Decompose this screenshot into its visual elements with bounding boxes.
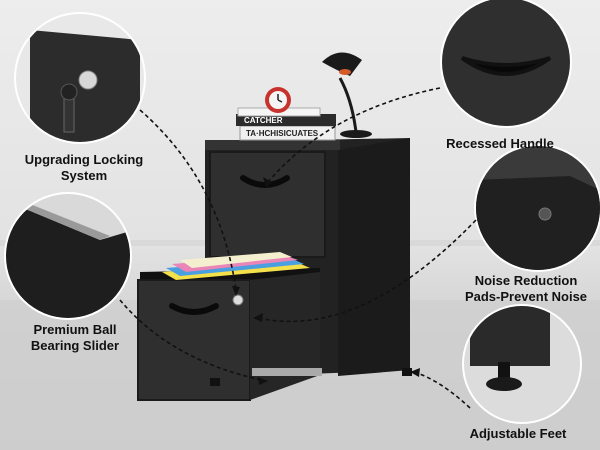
key-lock-cylinder bbox=[78, 70, 98, 90]
drawer-lock bbox=[232, 294, 244, 306]
recessed-handle-detail bbox=[460, 56, 552, 76]
label-ball-line2: Bearing Slider bbox=[30, 338, 120, 353]
callout-ball-bearing bbox=[4, 192, 132, 320]
arrow-handle bbox=[267, 87, 441, 183]
label-locking-line1: Upgrading Locking bbox=[24, 152, 144, 167]
callout-handle bbox=[440, 0, 572, 128]
label-recessed-handle: Recessed Handle bbox=[446, 136, 554, 151]
label-locking-system: Upgrading Locking System bbox=[14, 152, 154, 184]
arrow-feet bbox=[413, 371, 471, 409]
top-drawer bbox=[209, 151, 326, 258]
callout-arrows bbox=[119, 87, 477, 409]
label-noise-reduction: Noise Reduction Pads-Prevent Noise bbox=[456, 273, 596, 305]
book-title-bottom: TA·HCHISICUATES bbox=[246, 129, 319, 138]
arrow-noise bbox=[257, 219, 477, 323]
leveling-foot-base bbox=[486, 377, 522, 391]
book-title-top: CATCHER bbox=[244, 116, 283, 125]
top-drawer-handle bbox=[240, 175, 290, 188]
cabinet-foot bbox=[210, 378, 220, 386]
alarm-clock bbox=[265, 87, 291, 113]
folder-cream bbox=[180, 252, 292, 268]
callout-feet bbox=[462, 304, 582, 424]
label-ball-line1: Premium Ball bbox=[33, 322, 117, 337]
noise-pad bbox=[538, 207, 552, 221]
label-locking-line2: System bbox=[60, 168, 108, 183]
label-adjustable-feet: Adjustable Feet bbox=[469, 426, 567, 441]
label-ball-bearing: Premium Ball Bearing Slider bbox=[10, 322, 140, 354]
bottom-drawer-handle bbox=[169, 303, 219, 315]
arrow-ball bbox=[119, 299, 263, 381]
callout-lock bbox=[14, 12, 146, 144]
leveling-foot-stem bbox=[498, 362, 510, 380]
bottom-drawer bbox=[137, 279, 251, 401]
ball-bearing-slider bbox=[252, 368, 322, 376]
desk-lamp bbox=[322, 52, 372, 138]
label-noise-line1: Noise Reduction bbox=[474, 273, 578, 288]
callout-noise-pads bbox=[474, 144, 600, 272]
filing-cabinet bbox=[137, 138, 412, 401]
label-noise-line2: Pads-Prevent Noise bbox=[464, 289, 588, 304]
arrow-heads bbox=[232, 177, 420, 385]
